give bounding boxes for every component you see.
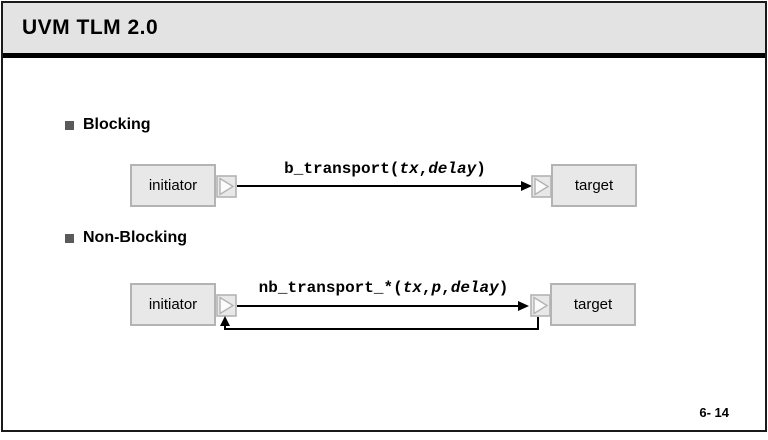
nonblocking-initiator-port-icon bbox=[216, 294, 237, 317]
nonblocking-heading: Non-Blocking bbox=[83, 229, 187, 246]
bullet-square-icon bbox=[65, 120, 74, 130]
nonblocking-initiator-label: initiator bbox=[148, 296, 198, 313]
blocking-target-label: target bbox=[574, 177, 614, 194]
nonblocking-initiator-box: initiator bbox=[130, 283, 216, 326]
nonblocking-call-label: nb_transport_*(tx,p,delay) bbox=[258, 279, 509, 297]
blocking-call-label: b_transport(tx,delay) bbox=[284, 160, 486, 178]
nonblocking-target-box: target bbox=[550, 283, 636, 326]
blocking-initiator-port-icon bbox=[216, 175, 237, 198]
nonblocking-forward-arrow bbox=[237, 301, 529, 311]
blocking-target-box: target bbox=[551, 164, 637, 207]
section-nonblocking-heading-row: Non-Blocking bbox=[65, 228, 187, 248]
blocking-forward-arrow bbox=[237, 181, 532, 191]
nonblocking-return-arrow bbox=[220, 316, 539, 330]
title-bar: UVM TLM 2.0 bbox=[3, 3, 765, 58]
slide-title: UVM TLM 2.0 bbox=[22, 16, 159, 39]
page-number: 6- 14 bbox=[699, 405, 729, 420]
blocking-initiator-label: initiator bbox=[148, 177, 198, 194]
blocking-heading: Blocking bbox=[83, 116, 151, 133]
section-blocking-heading-row: Blocking bbox=[65, 115, 151, 135]
bullet-square-icon bbox=[65, 233, 74, 243]
nonblocking-target-port-icon bbox=[530, 294, 551, 317]
blocking-initiator-box: initiator bbox=[130, 164, 216, 207]
slide-frame: UVM TLM 2.0 Blocking initiator b_transpo… bbox=[1, 1, 767, 432]
nonblocking-target-label: target bbox=[573, 296, 613, 313]
blocking-target-port-icon bbox=[531, 175, 552, 198]
